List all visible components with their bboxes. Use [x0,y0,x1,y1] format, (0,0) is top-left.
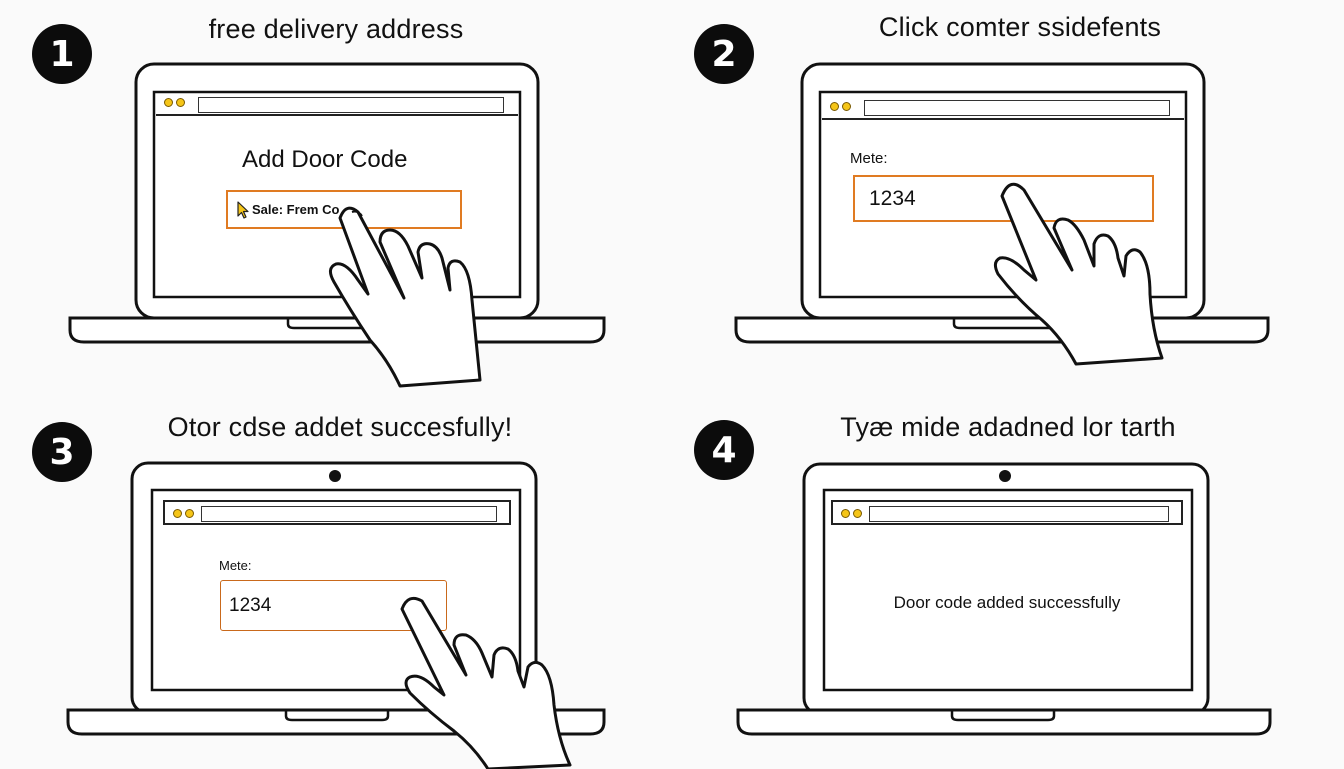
address-bar[interactable] [201,506,497,522]
address-bar[interactable] [869,506,1169,522]
browser-window: Mete: 1234 [163,500,511,690]
browser-buttons [173,509,194,518]
browser-dot [842,102,851,111]
browser-dot [173,509,182,518]
browser-buttons [841,509,862,518]
screen-title: Add Door Code [242,146,408,173]
input-text: 1234 [229,594,272,616]
step-4-panel: 4 Tyæ mide adadned lor tarth Door code a… [672,384,1344,768]
hand-pointing-icon [329,206,482,388]
browser-window: Door code added successfully [831,500,1183,690]
step-1-panel: 1 free delivery address Add Door Code Sa… [0,0,672,388]
webcam-icon [999,470,1011,482]
field-label: Mete: [850,150,888,167]
browser-buttons [164,98,185,107]
address-bar[interactable] [864,100,1170,116]
webcam-icon [329,470,341,482]
step-heading: free delivery address [208,14,464,44]
step-number-badge: 3 [32,422,92,482]
browser-dot [176,98,185,107]
browser-window: Add Door Code Sale: Frem Co [156,94,518,295]
door-code-input[interactable]: 1234 [220,580,447,631]
step-heading: Otor cdse addet succesfully! [167,412,513,442]
step-3-panel: 3 Otor cdse addet succesfully! Mete: 123… [0,384,672,769]
browser-toolbar [822,94,1184,120]
step-number-badge: 1 [32,24,92,84]
field-label: Mete: [219,558,252,573]
browser-dot [853,509,862,518]
browser-window: Mete: 1234 [822,94,1184,295]
success-message: Door code added successfully [893,593,1121,612]
input-text: Sale: Frem Co [252,202,340,217]
hand-pointing-icon [993,182,1164,366]
step-number-badge: 2 [694,24,754,84]
hand-pointing-icon [400,596,572,769]
step-number-badge: 4 [694,420,754,480]
browser-dot [841,509,850,518]
step-heading: Click comter ssidefents [878,12,1162,42]
step-heading: Tyæ mide adadned lor tarth [840,412,1176,442]
browser-dot [830,102,839,111]
browser-toolbar [163,500,511,525]
input-text: 1234 [869,186,916,210]
step-2-panel: 2 Click comter ssidefents Mete: 1234 [672,0,1344,384]
laptop-illustration [736,462,1272,736]
pointer-cursor-icon [237,200,249,219]
browser-toolbar [831,500,1183,525]
browser-buttons [830,102,851,111]
browser-dot [164,98,173,107]
browser-toolbar [156,94,518,116]
browser-dot [185,509,194,518]
address-bar[interactable] [198,97,504,113]
